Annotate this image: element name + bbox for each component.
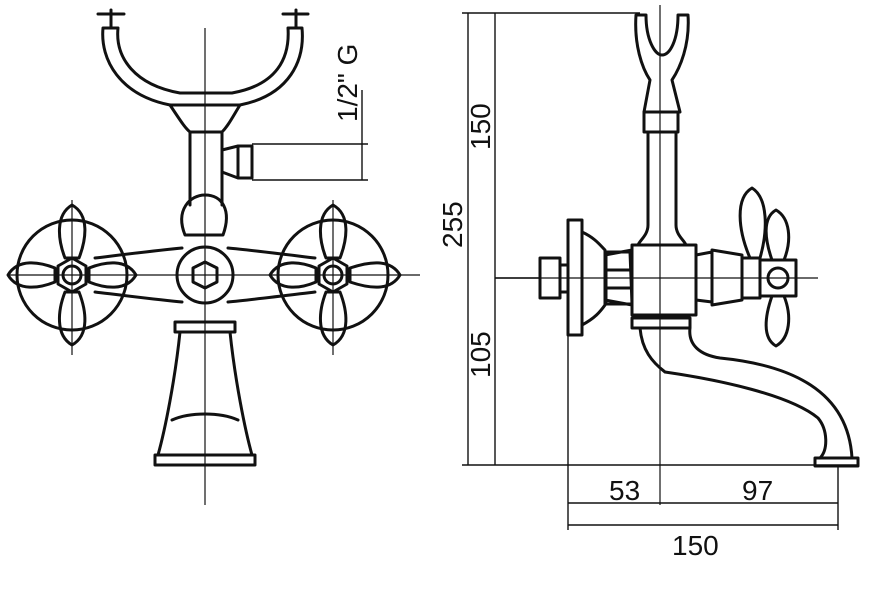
cradle-neck (168, 103, 242, 207)
side-handle-blade-top (764, 208, 791, 262)
horizontal-dimensions: 53 97 150 (567, 335, 839, 561)
side-handle-blade-lower (764, 294, 791, 348)
diverter-lever (180, 193, 228, 237)
thread-dimension: 1/2" G (252, 44, 368, 181)
thread-label: 1/2" G (332, 44, 363, 122)
side-hex-nut (604, 250, 634, 306)
side-view (495, 5, 860, 505)
dim-total-height: 255 (437, 201, 468, 248)
right-cross-handle (268, 203, 402, 347)
left-cross-handle (6, 203, 138, 347)
side-shower-holder (634, 13, 690, 114)
vertical-dimensions: 255 150 105 (437, 12, 858, 466)
side-handle-hub (758, 258, 798, 298)
dim-axis-to-spout: 97 (742, 475, 773, 506)
dim-upper-height: 150 (465, 103, 496, 150)
dim-lower-height: 105 (465, 331, 496, 378)
dim-wall-to-axis: 53 (609, 475, 640, 506)
side-riser (636, 110, 688, 247)
dim-total-depth: 150 (672, 530, 719, 561)
side-spout (630, 316, 860, 468)
wall-connector (538, 256, 570, 300)
front-spout (153, 320, 257, 467)
front-view (6, 8, 420, 505)
body-bar (93, 246, 317, 304)
center-hex-nut (191, 260, 219, 290)
side-handle-cap (766, 266, 790, 290)
side-outlet (220, 144, 254, 180)
body-center-hub (175, 245, 235, 305)
shower-cradle (96, 8, 310, 107)
side-handle-blade-upper (738, 186, 767, 260)
